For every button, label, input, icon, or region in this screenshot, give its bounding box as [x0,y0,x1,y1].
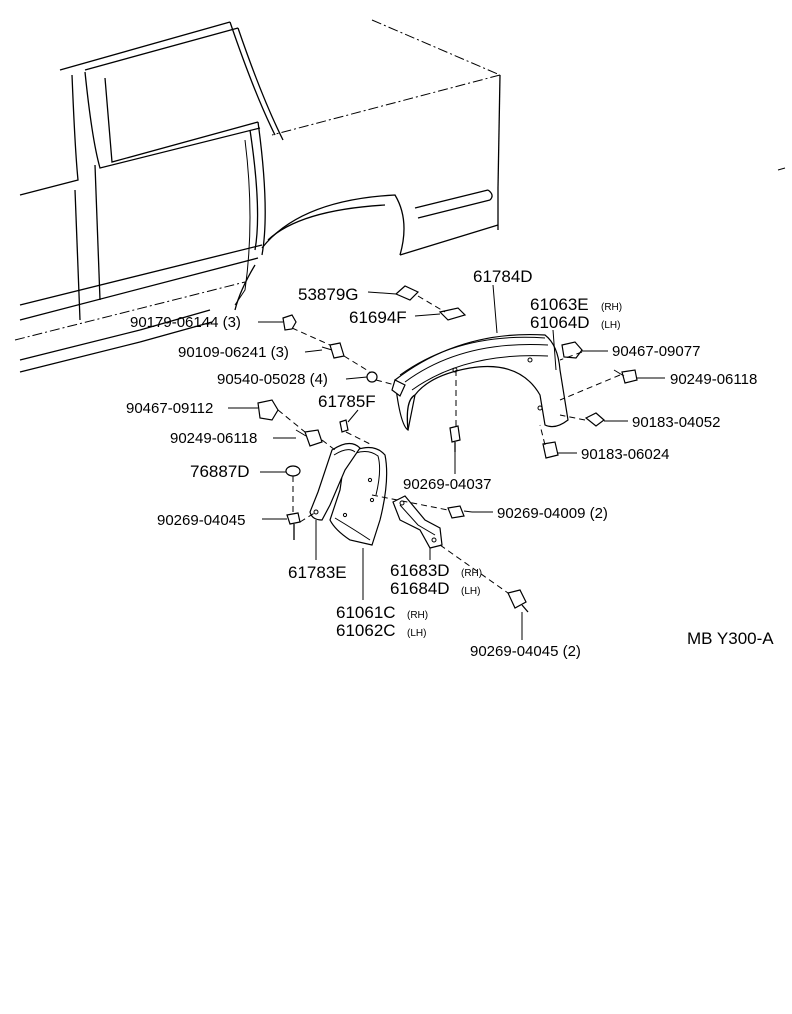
pad-76887D [285,465,301,477]
nut-90183-04052 [584,412,605,427]
label-90109-06241: 90109-06241 (3) [178,344,289,361]
label-61783E: 61783E [288,563,347,582]
label-90249-06118-left: 90249-06118 [170,430,257,447]
label-61064D: 61064D [530,313,590,332]
label-90467-09077: 90467-09077 [612,343,700,360]
vehicle-body-outline [14,19,786,373]
label-90269-04037: 90269-04037 [403,476,491,493]
clip-53879G [394,285,420,301]
label-61064D-side: (LH) [601,320,620,331]
cushion-90540 [366,371,378,383]
rivet-90269-04037 [449,425,461,452]
clip-90467-09112 [257,399,279,421]
label-90269-04045-left: 90269-04045 [157,512,245,529]
wheel-arch-liner-61784D [391,333,569,431]
mud-guard-reinforcement-61783E [309,442,361,521]
diagram-code: MB Y300-A [687,629,774,648]
label-76887D: 76887D [190,462,250,481]
fasteners [257,285,638,613]
label-61684D-side: (LH) [461,586,480,597]
bracket-61683D [392,495,443,549]
label-90540-05028: 90540-05028 (4) [217,371,328,388]
label-61062C-side: (LH) [407,628,426,639]
label-61785F: 61785F [318,392,376,411]
label-61683D-side: (RH) [461,568,482,579]
label-61062C: 61062C [336,621,396,640]
rivet-90269-04045-left [286,512,301,540]
leader-lines [228,284,665,640]
bolt-90109 [321,342,345,359]
seal-61785F [339,419,349,433]
label-61063E-side: (RH) [601,302,622,313]
label-61061C-side: (RH) [407,610,428,621]
label-90249-06118-right: 90249-06118 [670,371,757,388]
bracket-61694F [438,307,467,321]
nut-90179 [282,314,297,331]
label-90183-04052: 90183-04052 [632,414,720,431]
label-61694F: 61694F [349,308,407,327]
screw-90249-left [295,429,323,447]
part-labels: 53879G 61694F 61784D 61063E (RH) 61064D … [126,267,774,660]
label-61784D: 61784D [473,267,533,286]
rivet-90269-04045-right [507,589,529,613]
screw-90249-right [613,369,638,384]
label-61683D: 61683D [390,561,450,580]
label-90269-04009: 90269-04009 (2) [497,505,608,522]
label-90467-09112: 90467-09112 [126,400,213,417]
label-90269-04045-right: 90269-04045 (2) [470,643,581,660]
rivet-90269-04009 [447,505,473,519]
nut-90183-06024 [542,441,559,459]
label-90179-06144: 90179-06144 (3) [130,314,241,331]
label-61061C: 61061C [336,603,396,622]
label-61063E: 61063E [530,295,589,314]
label-90183-06024: 90183-06024 [581,446,669,463]
label-61684D: 61684D [390,579,450,598]
assembly-lines [277,295,621,594]
label-53879G: 53879G [298,285,359,304]
